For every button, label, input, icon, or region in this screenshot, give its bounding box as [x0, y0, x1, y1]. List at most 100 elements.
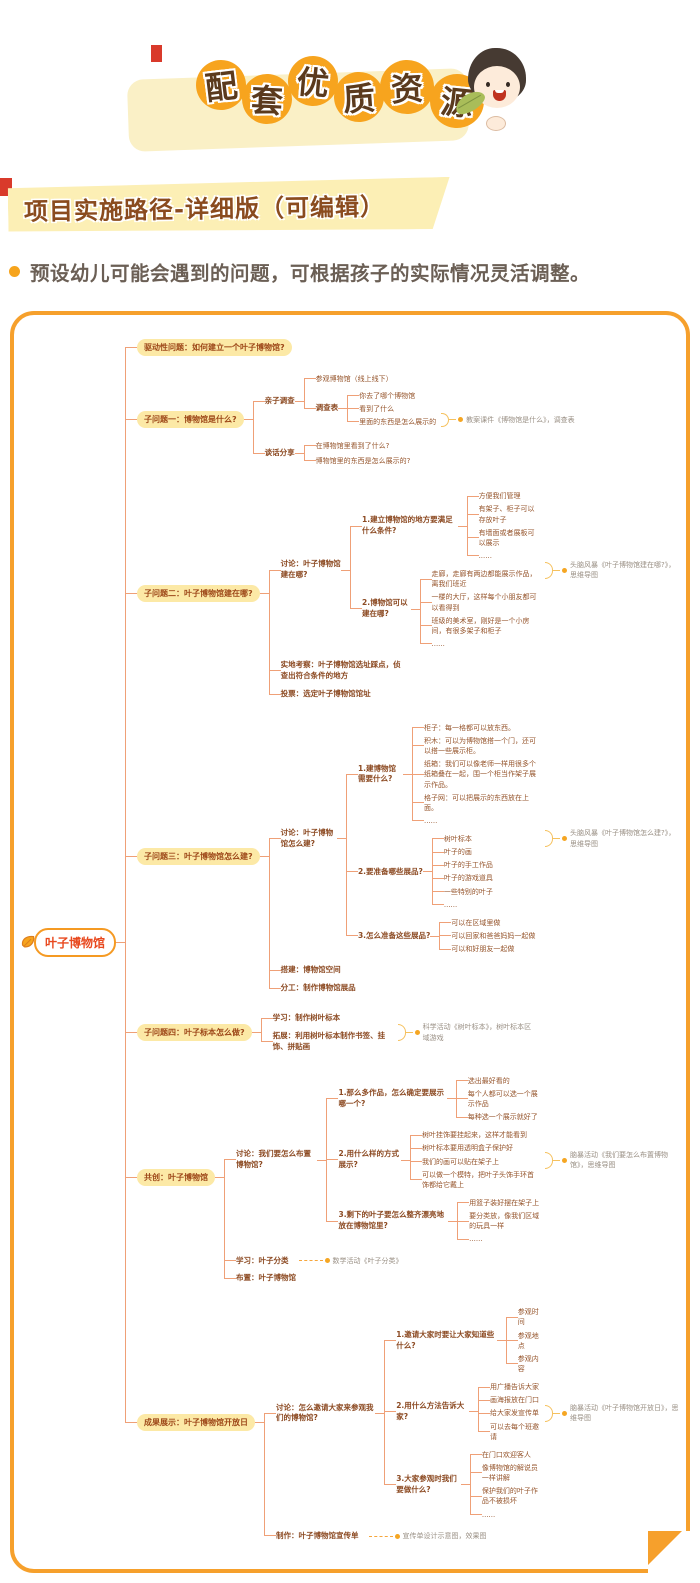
detail-node: 选出最好看的 — [467, 1076, 510, 1085]
bracket — [545, 561, 553, 579]
mindmap-branch: 树叶标本 — [431, 833, 493, 846]
detail-node: 走廊，走廊有两边都能展示作品，离我们班近 — [431, 570, 537, 589]
mindmap-branch: 学习：叶子分类数学活动《叶子分类》 — [224, 1252, 682, 1270]
detail-node: ...... — [423, 816, 438, 825]
detail-node: 纸箱：我们可以像老师一样用很多个纸箱叠在一起，围一个柜当作架子展示作品。 — [423, 760, 536, 789]
mindmap-branch: 可以去每个班邀请 — [478, 1420, 540, 1443]
mindmap-branch: ...... — [411, 814, 540, 827]
mascot-eye — [486, 82, 490, 87]
mindmap-branch: 成果展示：叶子博物馆开放日讨论：怎么邀请大家来参观我们的博物馆?1.邀请大家时要… — [125, 1293, 682, 1551]
connector-line — [294, 452, 304, 454]
mindmap-branch: 走廊，走廊有两边都能展示作品，离我们班近 — [419, 568, 541, 592]
section-title: 项目实施路径-详细版（可编辑） — [23, 192, 386, 226]
resource-dot-icon — [562, 1410, 567, 1416]
detail-node: 一楼的大厅，这样每个小朋友都可以看得到 — [431, 593, 537, 612]
connector-line — [336, 838, 346, 840]
mindmap-branch: 博物馆里的东西是怎么展示的? — [303, 453, 410, 468]
detail-node: 给大家发宣传单 — [490, 1409, 540, 1418]
mindmap-branch: 2.要准备哪些展品?树叶标本叶子的画叶子的手工作品叶子的游戏道具一些特别的叶子.… — [345, 830, 540, 914]
resource-attachment: 科学活动《树叶标本》，树叶标本区域游戏 — [397, 1022, 535, 1043]
mindmap-branch: 在博物馆里看到了什么? — [303, 438, 411, 454]
mindmap-branch: 可以回家和爸爸妈妈一起做 — [439, 929, 536, 943]
subtopic-node: 2.用什么方法告诉大家? — [396, 1401, 465, 1421]
resource-attachment: 数学活动《叶子分类》 — [294, 1256, 403, 1267]
resource-dot-icon — [562, 1157, 567, 1163]
mindmap-branch: ...... — [469, 1508, 540, 1521]
boy-mascot — [451, 48, 540, 140]
bracket — [545, 830, 553, 848]
mindmap-branch: 我们的画可以贴在架子上 — [410, 1155, 540, 1169]
mindmap-branch: 可以在区域里做 — [439, 916, 535, 930]
subtopic-node: 亲子调查 — [264, 395, 295, 405]
subtopic-node: 3.剩下的叶子要怎么整齐漂亮地放在博物馆里? — [338, 1210, 445, 1231]
mindmap-branch: 1.建立博物馆的地方要满足什么条件?方便我们管理有架子、柜子可以存放叶子有墙面或… — [350, 487, 540, 566]
resource-dot-icon — [458, 417, 464, 423]
mindmap-branch: 3.剩下的叶子要怎么整齐漂亮地放在博物馆里?用篮子装好摆在架子上要分类放，像我们… — [326, 1193, 540, 1249]
mindmap-branch: 可以和好朋友一起做 — [439, 942, 535, 956]
mindmap-branch: ...... — [431, 898, 493, 911]
intro-text: 预设幼儿可能会遇到的问题，可根据孩子的实际情况灵活调整。 — [30, 262, 591, 285]
subtopic-node: 投票：选定叶子博物馆馆址 — [280, 688, 371, 698]
connector-line — [422, 871, 432, 873]
mindmap-branch: 格子网：可以把展示的东西放在上面。 — [411, 791, 540, 815]
detail-node: 叶子的手工作品 — [443, 861, 493, 870]
resource-dot-icon — [562, 836, 567, 842]
mindmap-branch: ...... — [457, 1232, 540, 1246]
subtopic-node: 1.建立博物馆的地方要满足什么条件? — [362, 515, 453, 536]
connector-line — [116, 941, 126, 943]
resource-dot-icon — [394, 1533, 400, 1539]
mindmap-branch: 画海报放在门口 — [478, 1393, 540, 1408]
mindmap-branch: 讨论：我们要怎么布置博物馆?1.那么多作品，怎么确定要展示哪一个?选出最好看的每… — [224, 1068, 682, 1252]
connector-line — [496, 1340, 506, 1342]
mindmap-branch: 参观博物馆（线上线下） — [303, 372, 437, 387]
detail-node: 柜子：每一格都可以放东西。 — [423, 723, 515, 732]
detail-node: 可以回家和爸爸妈妈一起做 — [451, 932, 536, 941]
mindmap-branch: 一些特别的叶子 — [431, 885, 493, 899]
detail-node: ...... — [478, 552, 492, 561]
section-header: 项目实施路径-详细版（可编辑） — [0, 178, 700, 250]
connector-line — [410, 608, 420, 610]
detail-node: 每个人都可以选一个展示作品 — [467, 1089, 538, 1108]
detail-node: 格子网：可以把展示的东西放在上面。 — [423, 793, 529, 812]
resource-dot-icon — [324, 1258, 330, 1264]
section-banner: 项目实施路径-详细版（可编辑） — [8, 177, 451, 235]
mindmap-branch: 叶子的画 — [431, 845, 493, 859]
leaf-icon — [20, 934, 37, 951]
subtopic-node: 学习：叶子分类 — [236, 1255, 289, 1265]
mindmap-branch: 学习：制作树叶标本 — [260, 1010, 393, 1028]
detail-node: 要分类放，像我们区域的玩具一样 — [469, 1212, 540, 1231]
subtopic-node: 调查表 — [315, 403, 339, 413]
topic-node: 子问题一：博物馆是什么? — [137, 411, 244, 429]
resource-label: 脑暴活动《我们要怎么布置博物馆》，思维导图 — [570, 1150, 668, 1170]
bracket — [441, 412, 450, 427]
mindmap-branch: 你去了哪个博物馆 — [347, 389, 436, 403]
mindmap-branch: 用广播告诉大家 — [478, 1381, 540, 1394]
bullet-dot-icon — [9, 266, 20, 277]
resource-dot-icon — [562, 567, 567, 573]
subtopic-node: 分工：制作博物馆展品 — [280, 983, 356, 993]
mindmap-branch: 子问题四：叶子标本怎么做?学习：制作树叶标本拓展：利用树叶标本制作书签、挂饰、拼… — [125, 1003, 682, 1063]
connector-line — [259, 855, 269, 857]
mindmap-tree: 叶子博物馆驱动性问题：如何建立一个叶子博物馆?子问题一：博物馆是什么?亲子调查参… — [20, 333, 682, 1551]
connector-line — [243, 419, 253, 421]
subtopic-node: 布置：叶子博物馆 — [236, 1273, 297, 1283]
topic-node: 成果展示：叶子博物馆开放日 — [137, 1413, 256, 1431]
detail-node: 可以在区域里做 — [451, 918, 501, 927]
mindmap-branch: 积木：可以为博物馆搭一个门，还可以搭一些展示柜。 — [411, 734, 540, 759]
resource-attachment: 头脑风暴《叶子博物馆怎么建?》，思维导图 — [545, 828, 682, 849]
detail-node: 可以做一个模特，把叶子头饰手环首饰都给它戴上 — [422, 1170, 535, 1189]
mindmap-branch: 有墙面或者展板可以展示 — [466, 526, 540, 550]
connector-line — [215, 1177, 225, 1179]
connector-line — [341, 569, 351, 571]
connector-line — [402, 773, 412, 775]
detail-node: 班级的美术室，刚好是一个小房间，有很多架子和柜子 — [431, 616, 530, 635]
mindmap-branch: 像博物馆的解说员一样讲解 — [469, 1461, 540, 1486]
mindmap-branch: 一楼的大厅，这样每个小朋友都可以看得到 — [419, 590, 541, 615]
subtopic-node: 1.那么多作品，怎么确定要展示哪一个? — [338, 1088, 445, 1108]
mindmap-branch: 纸箱：我们可以像老师一样用很多个纸箱叠在一起，围一个柜当作架子展示作品。 — [411, 757, 540, 792]
connector-line — [251, 1032, 261, 1034]
mindmap-branch: 子问题二：叶子博物馆建在哪?讨论：叶子博物馆建在哪?1.建立博物馆的地方要满足什… — [125, 477, 682, 710]
mindmap-branch: 要分类放，像我们区域的玩具一样 — [457, 1209, 540, 1234]
mascot-eye — [506, 82, 510, 87]
detail-node: 叶子的游戏道具 — [443, 874, 493, 883]
